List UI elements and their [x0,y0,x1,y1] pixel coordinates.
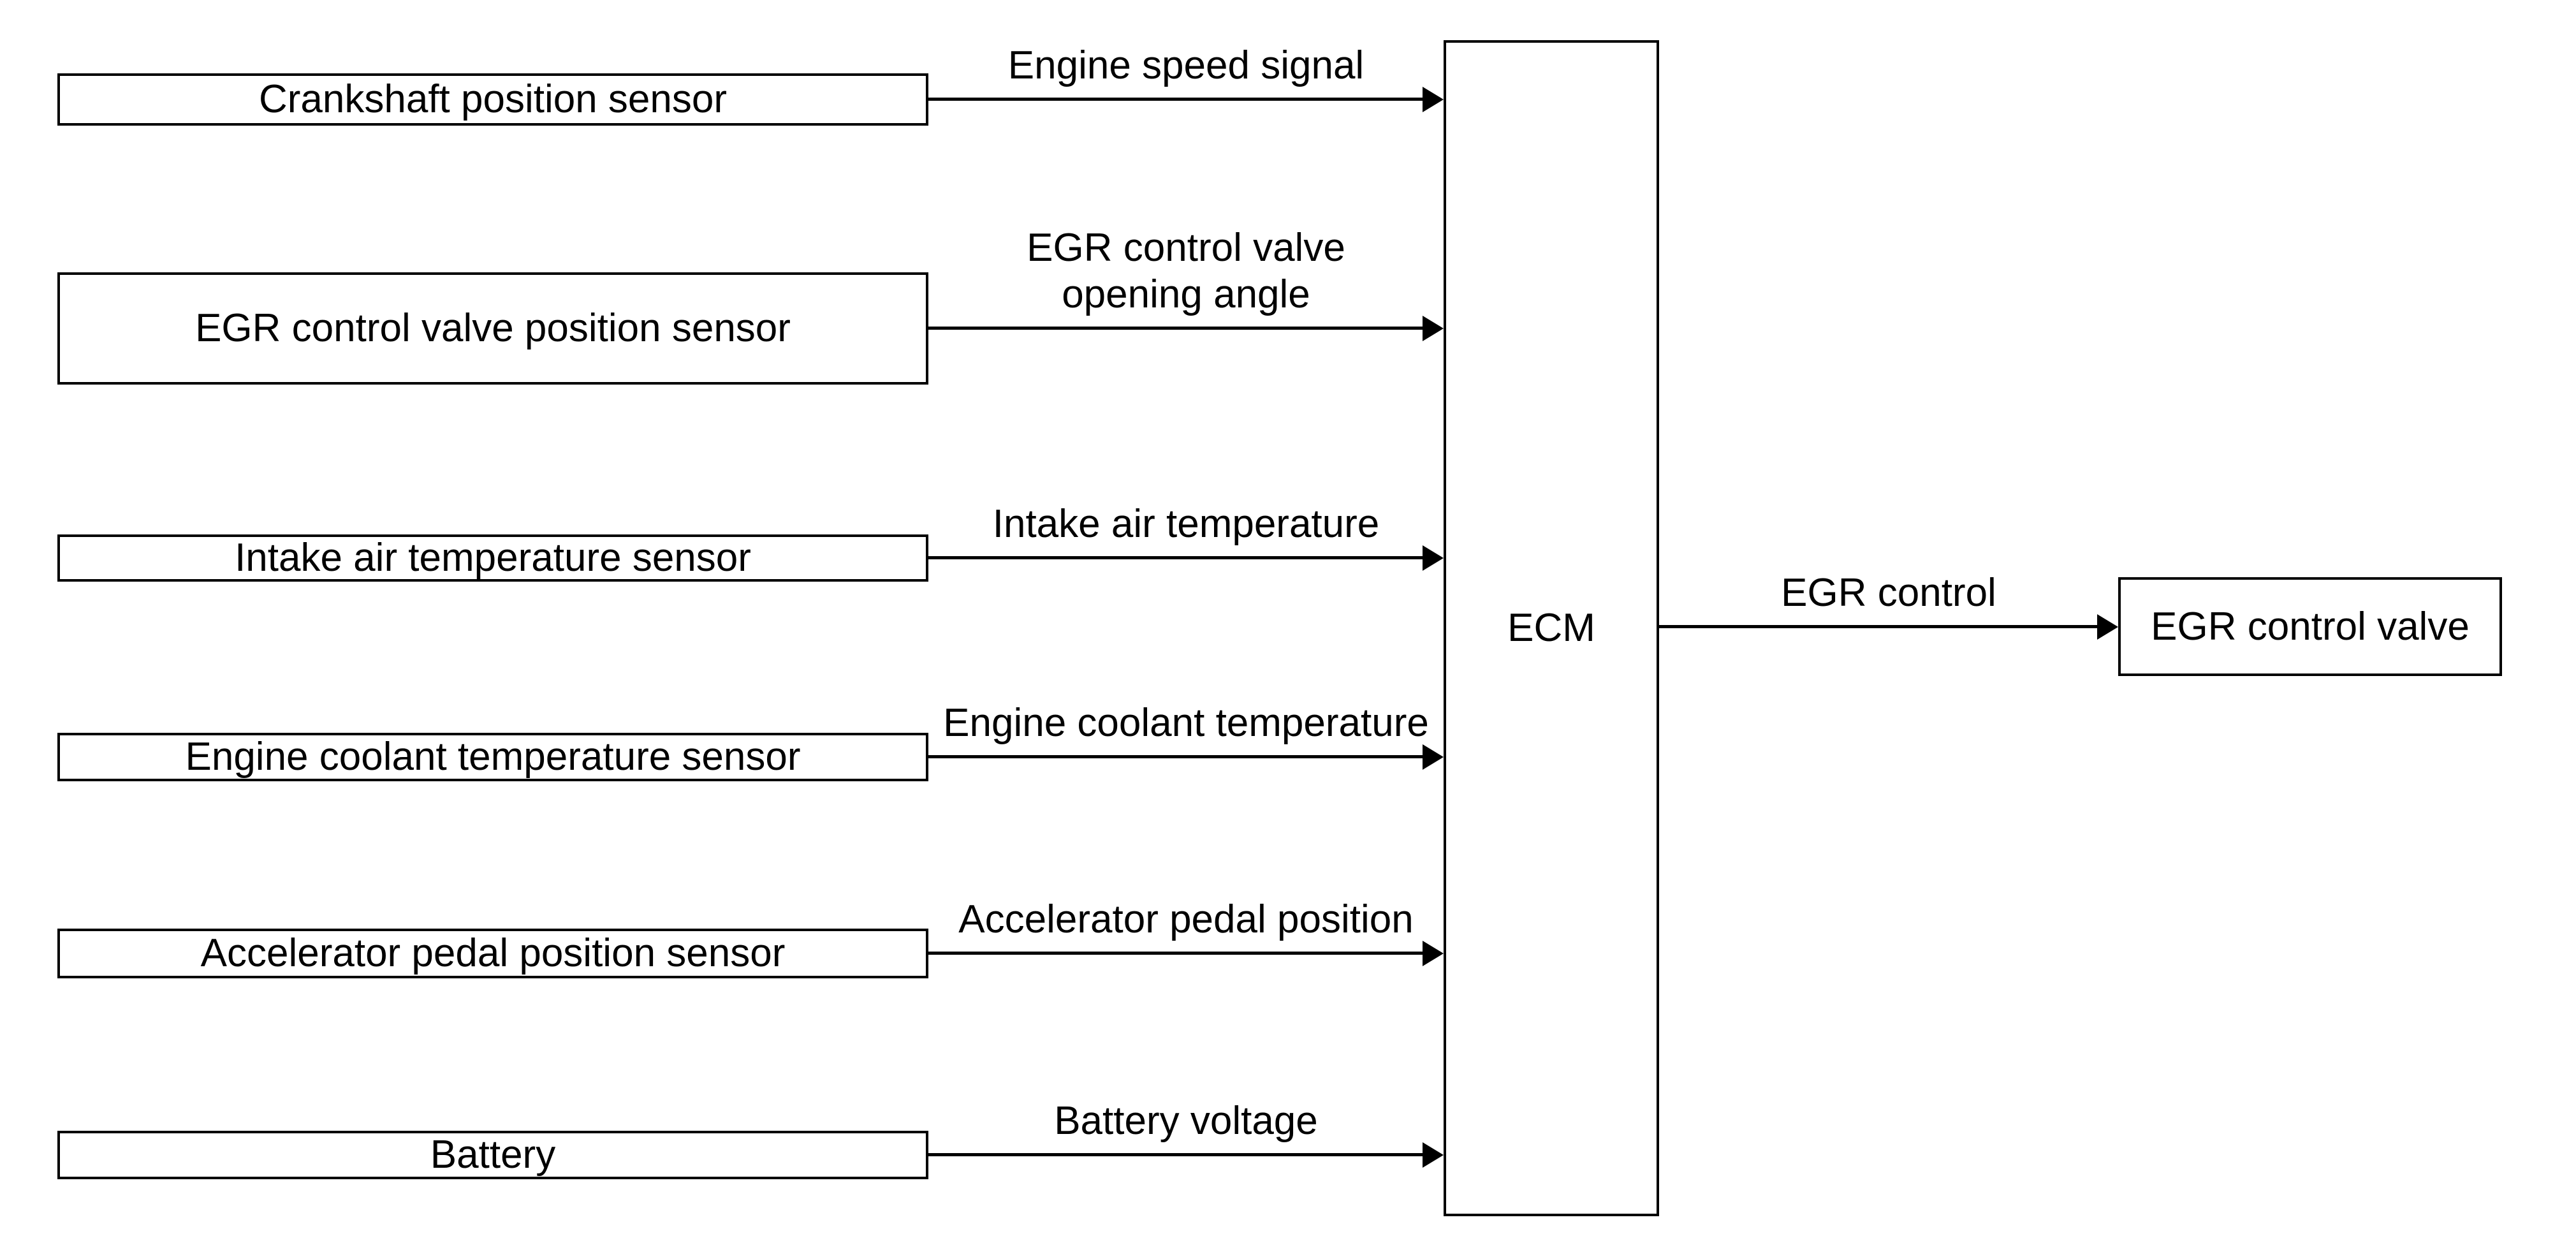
arrow-line-engine-coolant-temperature [928,755,1423,758]
arrowhead-accelerator-pedal-position [1423,941,1444,966]
sensor-box-crankshaft-position: Crankshaft position sensor [57,73,928,126]
arrow-line-egr-valve-opening-angle [928,327,1423,330]
sensor-box-accelerator-pedal-position: Accelerator pedal position sensor [57,929,928,978]
signal-label-egr-control: EGR control [1781,571,1996,615]
sensor-box-intake-air-temperature: Intake air temperature sensor [57,534,928,582]
sensor-box-engine-coolant-temperature: Engine coolant temperature sensor [57,733,928,781]
arrowhead-egr-valve-opening-angle [1423,316,1444,341]
arrowhead-egr-control [2097,614,2118,640]
signal-label-battery-voltage: Battery voltage [1054,1099,1318,1143]
arrow-line-battery-voltage [928,1153,1423,1156]
sensor-box-battery: Battery [57,1131,928,1179]
arrow-line-accelerator-pedal-position [928,952,1423,955]
egr-control-valve-box: EGR control valve [2118,577,2502,676]
signal-label-engine-speed: Engine speed signal [1007,43,1365,87]
sensor-box-egr-valve-position: EGR control valve position sensor [57,272,928,385]
signal-label-engine-coolant-temperature: Engine coolant temperature [943,701,1429,745]
signal-label-accelerator-pedal-position: Accelerator pedal position [958,897,1414,941]
signal-label-egr-valve-opening-angle: EGR control valve opening angle [1027,226,1345,316]
arrow-line-intake-air-temperature [928,556,1423,559]
arrowhead-battery-voltage [1423,1142,1444,1168]
arrow-line-egr-control [1659,625,2097,628]
arrowhead-intake-air-temperature [1423,545,1444,571]
arrowhead-engine-speed [1423,87,1444,112]
signal-label-intake-air-temperature: Intake air temperature [992,502,1380,546]
ecm-box: ECM [1444,40,1659,1216]
arrow-line-engine-speed [928,98,1423,101]
arrowhead-engine-coolant-temperature [1423,744,1444,770]
